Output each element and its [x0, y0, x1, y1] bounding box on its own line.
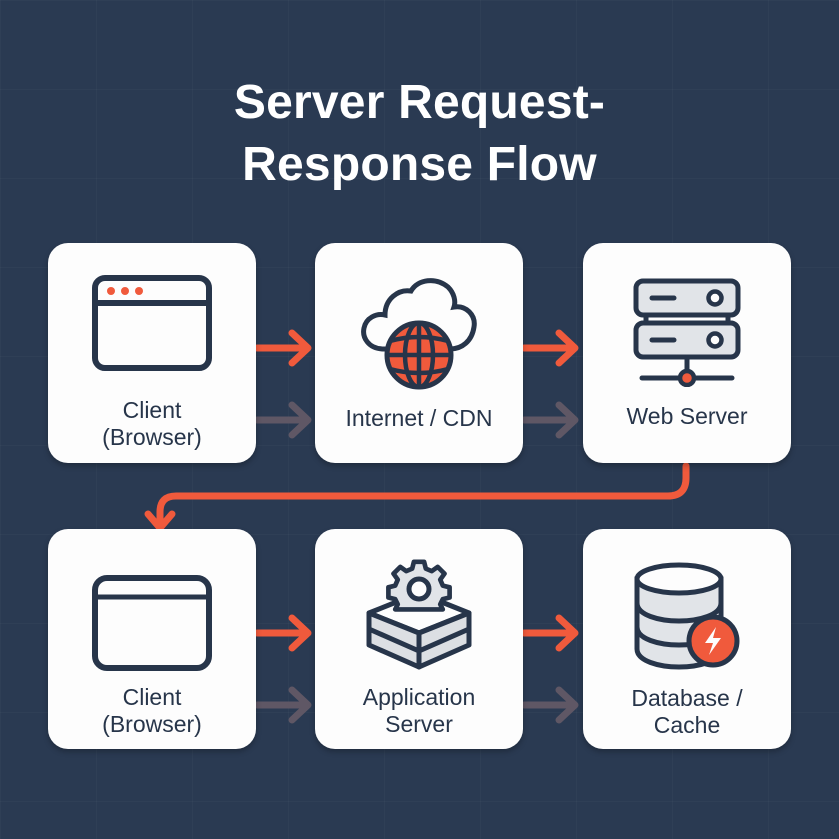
node-label: Application Server	[362, 684, 476, 737]
node-label: Internet / CDN	[345, 405, 493, 431]
gear-stack-icon	[366, 559, 472, 670]
edge-appserver-to-client-response	[253, 686, 312, 724]
node-application-server[interactable]: Application Server	[315, 529, 523, 749]
node-label: Database / Cache	[631, 685, 743, 738]
diagram-title: Server Request- Response Flow	[0, 72, 839, 196]
node-label: Client (Browser)	[102, 684, 202, 737]
cloud-globe-icon	[361, 278, 477, 390]
node-internet-cdn[interactable]: Internet / CDN	[315, 243, 523, 463]
title-line-1: Server Request-	[233, 76, 606, 129]
edge-cdn-to-client-response	[253, 401, 312, 439]
node-client-bottom[interactable]: Client (Browser)	[48, 529, 256, 749]
edge-webserver-to-cdn-response	[520, 401, 579, 439]
edge-webserver-to-client-bottom	[144, 462, 690, 532]
edge-db-to-appserver-response	[520, 686, 579, 724]
node-client-top[interactable]: Client (Browser)	[48, 243, 256, 463]
node-database-cache[interactable]: Database / Cache	[583, 529, 791, 749]
node-label: Web Server	[626, 403, 748, 429]
edge-cdn-to-webserver-request	[520, 329, 579, 367]
browser-window-icon	[92, 575, 212, 671]
lightning-icon	[705, 627, 721, 655]
edge-client-to-appserver-request	[253, 614, 312, 652]
edge-appserver-to-db-request	[520, 614, 579, 652]
database-cache-icon	[634, 562, 740, 670]
node-label: Client (Browser)	[102, 397, 202, 450]
edge-client-to-cdn-request	[253, 329, 312, 367]
node-web-server[interactable]: Web Server	[583, 243, 791, 463]
title-line-2: Response Flow	[242, 138, 597, 191]
server-rack-icon	[633, 278, 741, 387]
browser-window-icon	[92, 275, 212, 371]
